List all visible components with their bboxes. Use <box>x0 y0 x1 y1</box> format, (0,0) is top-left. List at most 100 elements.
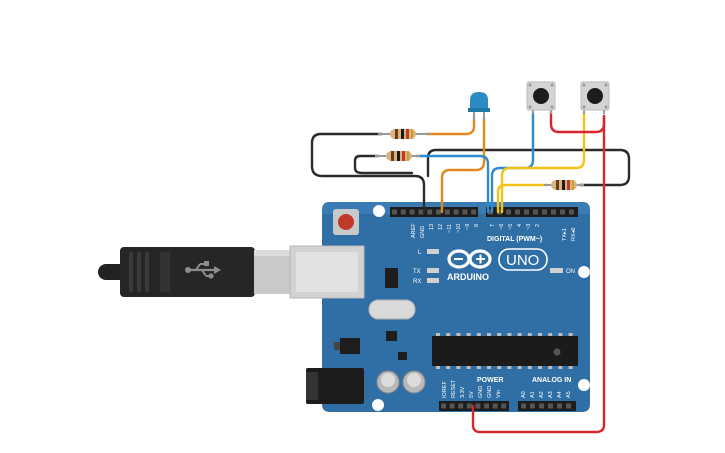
pin-label-a5: A5 <box>566 391 572 398</box>
digital-pin-left-9[interactable] <box>471 209 477 215</box>
digital-pin-left-5[interactable] <box>436 209 441 215</box>
pin-label-a2: A2 <box>539 391 545 398</box>
power-pin-7[interactable] <box>501 403 507 409</box>
analog-header <box>518 401 576 411</box>
wire-red-5v[interactable] <box>471 114 606 434</box>
wire-orange-led[interactable] <box>424 114 476 136</box>
digital-pin-right-4[interactable] <box>524 209 529 215</box>
chip-pin-bottom-13 <box>568 366 573 369</box>
pushbutton-2-cap[interactable] <box>587 88 603 104</box>
chip-pins <box>436 333 573 369</box>
led-l <box>427 249 439 254</box>
digital-pin-right-5[interactable] <box>533 209 538 215</box>
pushbutton-1-cap[interactable] <box>533 88 549 104</box>
resistor-3[interactable] <box>544 180 584 190</box>
analog-pin-3[interactable] <box>548 403 553 409</box>
digital-pin-right-7[interactable] <box>551 209 556 215</box>
power-pin-4[interactable] <box>475 403 481 409</box>
label-tx: TX <box>413 269 421 275</box>
wire-yellow-resistor[interactable] <box>496 183 550 214</box>
analog-pin-2[interactable] <box>539 403 544 409</box>
digital-pin-left-3[interactable] <box>418 209 424 215</box>
pin-label-1: TX▸1 <box>562 228 568 241</box>
led-rx <box>427 278 439 283</box>
blue-led[interactable] <box>468 92 490 120</box>
usb-cable[interactable] <box>98 247 290 297</box>
wire-yellow-button[interactable] <box>500 110 586 214</box>
wire-black-right-loop[interactable] <box>426 148 631 187</box>
digital-header-right <box>486 207 578 217</box>
arduino-uno-board[interactable]: L TX RX ON ARDUINO UNO AREF GND 13 12 ~1… <box>289 202 590 412</box>
usb-b-connector <box>254 250 290 294</box>
power-pin-5[interactable] <box>484 403 489 409</box>
pin-label-aref: AREF <box>411 223 417 238</box>
analog-label: ANALOG IN <box>532 377 571 384</box>
digital-pin-labels: AREF GND 13 12 ~11 ~10 ~9 8 7 ~6 ~5 4 ~3… <box>411 223 577 241</box>
digital-pin-right-2[interactable] <box>506 209 511 215</box>
chip-pin-top-2 <box>456 333 461 336</box>
usb-icon <box>185 261 221 279</box>
wire-red-button-link[interactable] <box>549 110 606 134</box>
resistor-2[interactable] <box>375 151 420 161</box>
analog-pin-0[interactable] <box>521 403 526 409</box>
digital-label: DIGITAL (PWM~) <box>487 236 542 243</box>
digital-pin-left-6[interactable] <box>444 209 450 215</box>
chip-pin-bottom-3 <box>466 366 471 369</box>
pin-label-reset: RESET <box>451 379 457 398</box>
chip-pin-bottom-4 <box>476 366 481 369</box>
digital-pin-left-7[interactable] <box>453 209 459 215</box>
chip-pin-bottom-11 <box>548 366 553 369</box>
digital-pin-left-1[interactable] <box>400 209 406 215</box>
digital-pin-right-8[interactable] <box>560 209 565 215</box>
wire-orange-d12[interactable] <box>440 116 486 214</box>
digital-pin-right-0[interactable] <box>488 209 493 215</box>
chip-pin-bottom-0 <box>436 366 440 369</box>
pin-label-5: ~5 <box>508 224 514 230</box>
digital-pin-right-1[interactable] <box>497 209 502 215</box>
pushbutton-1[interactable] <box>526 81 556 114</box>
analog-pin-1[interactable] <box>530 403 535 409</box>
pin-label-7: 7 <box>490 224 496 227</box>
digital-pin-left-4[interactable] <box>427 209 433 215</box>
wire-blue-resistor[interactable] <box>414 154 490 214</box>
digital-pins[interactable] <box>392 209 574 215</box>
power-pin-6[interactable] <box>492 403 498 409</box>
chip-pin-bottom-2 <box>456 366 461 369</box>
pin-label-a0: A0 <box>521 391 527 398</box>
wires[interactable] <box>310 110 631 434</box>
power-pin-2[interactable] <box>458 403 464 409</box>
digital-pin-right-3[interactable] <box>515 209 520 215</box>
power-analog-pins[interactable] <box>441 403 571 409</box>
chip-pin-bottom-9 <box>527 366 532 369</box>
pin-label-12: 12 <box>438 224 444 230</box>
resistor-1[interactable] <box>378 129 430 139</box>
power-pin-1[interactable] <box>449 403 455 409</box>
digital-pin-right-9[interactable] <box>569 209 574 215</box>
analog-pin-5[interactable] <box>566 403 571 409</box>
power-pin-0[interactable] <box>441 403 446 409</box>
chip-pin-top-4 <box>476 333 481 336</box>
pushbutton-2[interactable] <box>580 81 610 114</box>
led-on <box>550 268 563 273</box>
pin-label-a1: A1 <box>530 391 536 398</box>
pin-label-a3: A3 <box>548 391 554 398</box>
pin-label-ioref: IOREF <box>442 381 448 398</box>
wire-black-gnd-loop[interactable] <box>310 132 426 214</box>
wire-black-resistor-loop[interactable] <box>353 154 414 175</box>
label-rx: RX <box>413 279 421 285</box>
chip-pin-bottom-12 <box>558 366 563 369</box>
label-l: L <box>418 250 422 256</box>
pin-label-9: ~9 <box>465 224 471 230</box>
chip-pin-top-10 <box>538 333 542 336</box>
analog-pin-4[interactable] <box>557 403 562 409</box>
digital-pin-right-6[interactable] <box>542 209 547 215</box>
digital-pin-left-2[interactable] <box>409 209 415 215</box>
crystal-oscillator <box>368 299 416 320</box>
power-pin-3[interactable] <box>466 403 472 409</box>
pin-label-11: ~11 <box>447 224 453 233</box>
digital-pin-left-8[interactable] <box>462 209 468 215</box>
reset-button[interactable] <box>338 214 354 230</box>
digital-pin-left-0[interactable] <box>392 209 397 215</box>
chip-pin-top-12 <box>558 333 563 336</box>
